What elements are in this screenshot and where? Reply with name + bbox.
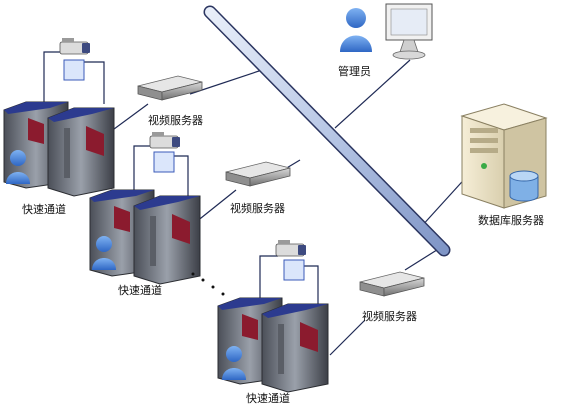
fast-lane-label-2: 快速通道 — [118, 283, 162, 297]
camera-icon — [59, 37, 91, 55]
gate-cluster-3: 快速通道 — [217, 239, 329, 405]
display-panel-icon — [153, 151, 175, 173]
video-server-box-icon — [359, 271, 425, 297]
database-cylinder-icon — [509, 170, 539, 202]
gate-cluster-2: 快速通道 — [89, 131, 201, 297]
camera-icon — [275, 239, 307, 257]
user-icon — [340, 8, 372, 52]
db-server: 数据库服务器 — [460, 103, 548, 227]
video-server-label-3: 视频服务器 — [362, 309, 417, 323]
video-server-1: 视频服务器 — [137, 75, 203, 127]
network-backbone — [203, 5, 451, 257]
video-server-label-1: 视频服务器 — [148, 113, 203, 127]
connection-lines — [43, 51, 481, 356]
camera-icon — [149, 131, 181, 149]
display-panel-icon — [283, 259, 305, 281]
video-server-box-icon — [137, 75, 203, 101]
fast-lane-label-3: 快速通道 — [246, 391, 290, 405]
admin-label: 管理员 — [338, 64, 371, 78]
fast-lane-label-1: 快速通道 — [22, 202, 66, 216]
db-server-label: 数据库服务器 — [478, 213, 544, 227]
monitor-icon — [385, 3, 433, 60]
admin-station: 管理员 — [338, 3, 433, 78]
video-server-3: 视频服务器 — [359, 271, 425, 323]
gate-cluster-1: 快速通道 — [3, 37, 115, 216]
ellipsis-dots — [191, 272, 225, 296]
video-server-2: 视频服务器 — [225, 161, 291, 215]
display-panel-icon — [63, 59, 85, 81]
video-server-box-icon — [225, 161, 291, 187]
video-server-label-2: 视频服务器 — [230, 201, 285, 215]
